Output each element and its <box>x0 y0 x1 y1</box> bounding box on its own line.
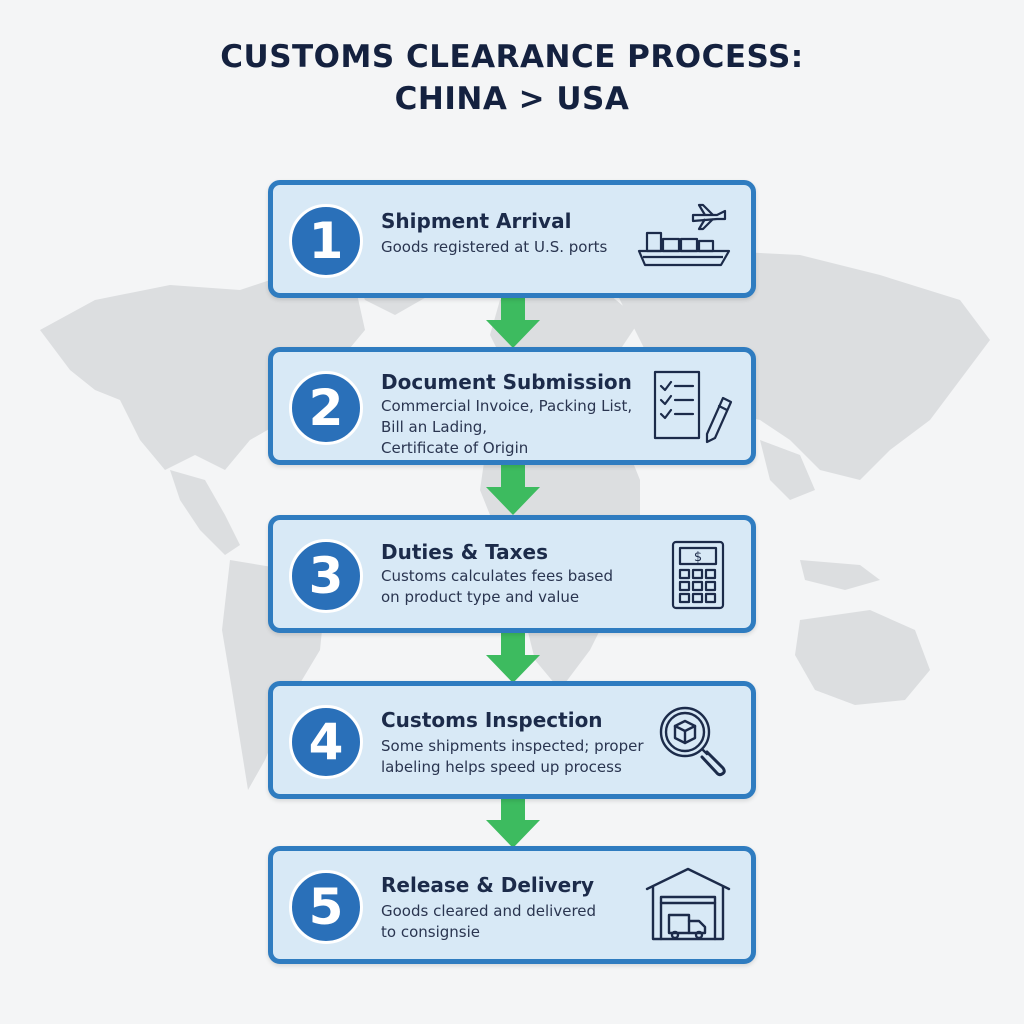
calculator-dollar-sign: $ <box>694 550 702 565</box>
step-title: Shipment Arrival <box>381 209 572 233</box>
step-title: Document Submission <box>381 370 632 394</box>
step-number-badge: 4 <box>289 705 363 779</box>
step-description-line: Commercial Invoice, Packing List, <box>381 397 633 415</box>
step-document-submission: 2 Document Submission Commercial Invoice… <box>268 347 756 465</box>
title-line-2: CHINA > USA <box>394 81 630 117</box>
step-description: Goods registered at U.S. ports <box>381 237 641 258</box>
step-title: Customs Inspection <box>381 708 603 732</box>
step-description-line: Some shipments inspected; proper <box>381 737 644 755</box>
step-number-badge: 1 <box>289 204 363 278</box>
step-description: Some shipments inspected; proper labelin… <box>381 736 644 778</box>
step-shipment-arrival: 1 Shipment Arrival Goods registered at U… <box>268 180 756 298</box>
step-description: Customs calculates fees based on product… <box>381 566 641 608</box>
down-arrow-icon <box>486 633 540 683</box>
step-title: Release & Delivery <box>381 873 595 897</box>
step-description-line: to consignsie <box>381 923 480 941</box>
step-description-line: Goods cleared and delivered <box>381 902 597 920</box>
title-line-1: CUSTOMS CLEARANCE PROCESS: <box>220 39 804 75</box>
down-arrow-icon <box>486 465 540 515</box>
document-checklist-pencil-icon <box>653 370 733 444</box>
step-description-line: on product type and value <box>381 588 580 606</box>
step-description-line: labeling helps speed up process <box>381 758 622 776</box>
step-description: Goods cleared and delivered to consignsi… <box>381 901 641 943</box>
step-number-badge: 2 <box>289 371 363 445</box>
step-description: Commercial Invoice, Packing List, Bill a… <box>381 396 641 459</box>
step-description-line: Goods registered at U.S. ports <box>381 238 608 256</box>
page-title: CUSTOMS CLEARANCE PROCESS: CHINA > USA <box>0 36 1024 120</box>
calculator-icon: $ <box>671 540 725 610</box>
magnifier-box-icon <box>659 706 726 777</box>
step-release-delivery: 5 Release & Delivery Goods cleared and d… <box>268 846 756 964</box>
step-title: Duties & Taxes <box>381 540 549 564</box>
step-number-badge: 3 <box>289 539 363 613</box>
down-arrow-icon <box>486 298 540 348</box>
step-duties-taxes: 3 Duties & Taxes Customs calculates fees… <box>268 515 756 633</box>
warehouse-truck-icon <box>645 867 731 941</box>
step-description-line: Customs calculates fees based <box>381 567 614 585</box>
step-description-line: Certificate of Origin <box>381 439 529 457</box>
cargo-ship-airplane-icon <box>637 203 731 267</box>
step-customs-inspection: 4 Customs Inspection Some shipments insp… <box>268 681 756 799</box>
step-number-badge: 5 <box>289 870 363 944</box>
step-description-line: Bill an Lading, <box>381 418 488 436</box>
down-arrow-icon <box>486 798 540 848</box>
